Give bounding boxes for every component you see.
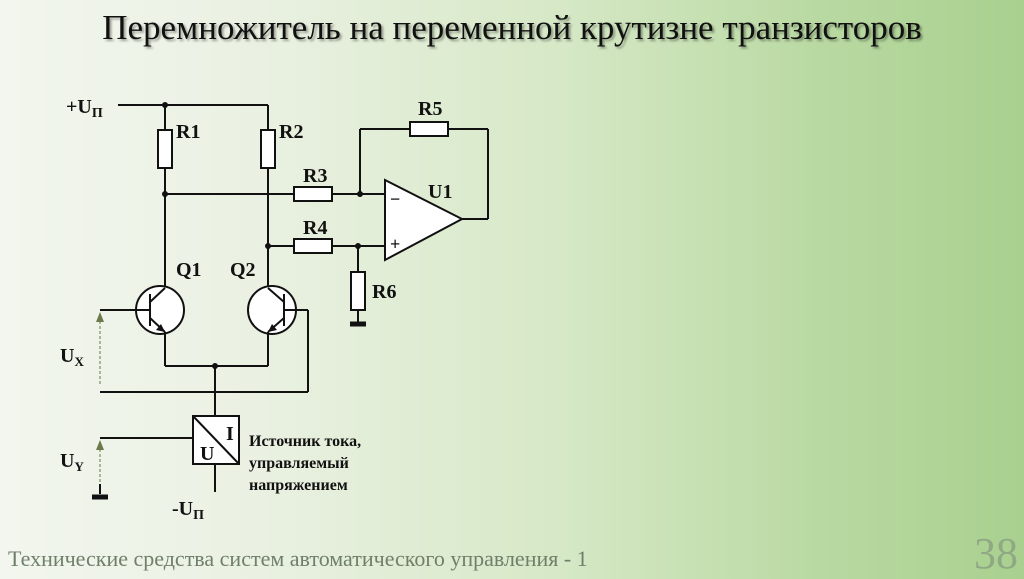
label-r6: R6 [372,281,396,303]
resistor-r2 [260,129,276,169]
page-number: 38 [974,529,1018,578]
source-i-label: I [226,423,234,445]
label-r5: R5 [418,98,442,120]
label-r1: R1 [176,121,200,143]
footer-text: Технические средства систем автоматическ… [8,546,588,571]
resistor-r3 [293,186,333,202]
label-r2: R2 [279,121,303,143]
label-q1: Q1 [176,259,202,281]
label-u1: U1 [428,181,452,203]
supply-minus-label: -UП [172,498,204,523]
uy-label: UY [60,450,84,474]
label-r3: R3 [303,165,327,187]
source-desc-line3: напряжением [249,477,348,494]
resistor-r6 [350,271,366,311]
resistor-r1 [157,129,173,169]
ux-label: UX [60,345,84,369]
op-amp-u1 [384,178,465,262]
resistor-r5 [409,121,449,137]
source-u-label: U [200,443,214,465]
source-desc-line2: управляемый [249,455,349,472]
supply-plus-label: +UП [66,96,103,121]
label-q2: Q2 [230,259,256,281]
resistor-r4 [293,238,333,254]
source-desc-line1: Источник тока, [249,433,361,450]
slide-title: Перемножитель на переменной крутизне тра… [102,8,922,47]
label-r4: R4 [303,217,327,239]
opamp-plus-sign: + [390,234,400,254]
opamp-minus-sign: − [390,189,400,209]
